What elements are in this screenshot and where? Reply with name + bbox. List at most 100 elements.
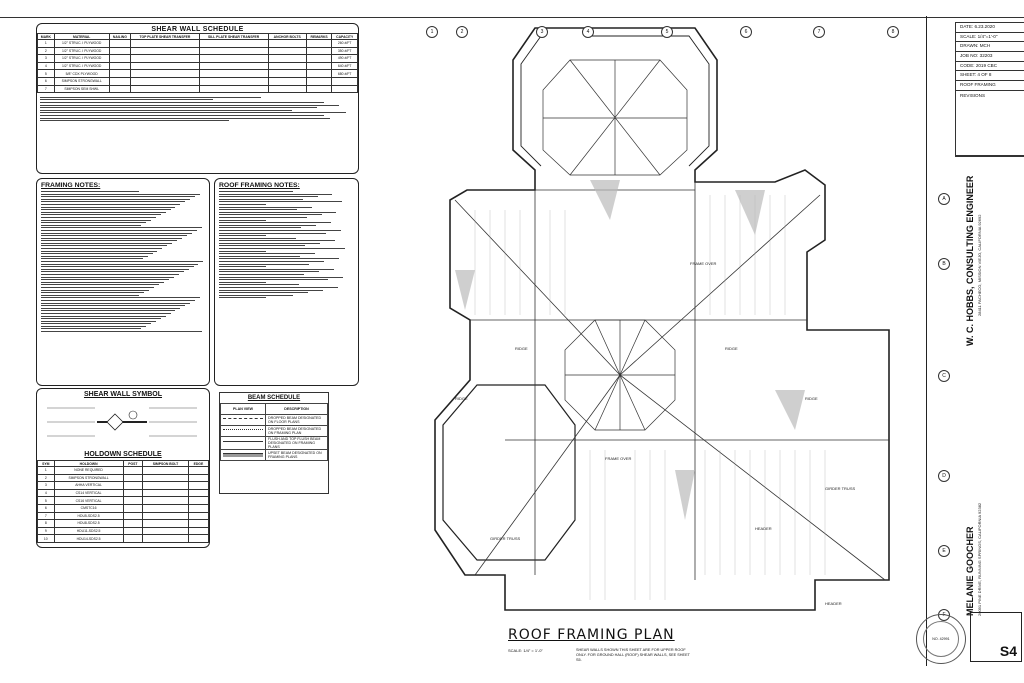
note-line — [41, 318, 161, 320]
note-line — [219, 286, 338, 288]
note-line — [219, 214, 322, 216]
note-line — [219, 271, 319, 273]
holdown-cell — [187, 488, 209, 498]
shear-wall-material: 1/2" STRUC. I PLYWOOD — [53, 54, 110, 63]
note-line — [219, 191, 294, 192]
note-line — [41, 286, 155, 288]
holdown-name: HDU14-SDS2.5 — [53, 534, 124, 543]
holdown-cell — [142, 473, 189, 483]
holdown-sym: 7 — [37, 511, 55, 521]
grid-bubble-top: 5 — [661, 26, 673, 38]
svg-text:RIDGE: RIDGE — [805, 396, 818, 401]
engineer-name: W. C. HOBBS, CONSULTING ENGINEER — [965, 175, 975, 346]
note-line — [219, 242, 321, 244]
beam-description: FLUSH AND TOP FLUSH BEAM DESIGNATED ON F… — [265, 436, 328, 450]
note-line — [219, 203, 267, 205]
holdown-cell — [187, 503, 209, 513]
note-line — [219, 284, 299, 286]
note-line — [219, 289, 323, 291]
grid-bubble-top: 8 — [887, 26, 899, 38]
shear-wall-cell — [130, 76, 200, 86]
holdown-cell — [122, 473, 144, 483]
svg-text:RIDGE: RIDGE — [515, 346, 528, 351]
note-line — [41, 258, 143, 260]
note-line — [41, 198, 191, 200]
note-line — [41, 229, 197, 231]
shear-wall-cell — [305, 61, 333, 71]
holdown-sym: 9 — [37, 526, 55, 536]
note-line — [41, 294, 140, 296]
holdown-name: CS14 VERTICAL — [53, 488, 124, 498]
beam-description: UPSET BEAM DESIGNATED ON FRAMING PLANS — [265, 449, 328, 461]
tb-revisions: REVISIONS — [956, 91, 1024, 156]
svg-text:RIDGE: RIDGE — [725, 346, 738, 351]
grid-bubble-right: A — [938, 193, 950, 205]
note-line — [219, 216, 307, 218]
plan-title: ROOF FRAMING PLAN — [508, 627, 675, 643]
beam-col-header: PLAN VIEW — [220, 403, 266, 415]
svg-text:GIRDER TRUSS: GIRDER TRUSS — [490, 536, 520, 541]
holdown-cell — [142, 511, 189, 521]
shear-wall-capacity: 640 #/FT — [331, 61, 358, 71]
note-line — [219, 240, 336, 242]
shear-wall-cell — [267, 39, 307, 48]
holdown-cell — [187, 481, 209, 490]
beam-description: DROPPED BEAM DESIGNATED ON FRAMING PLAN — [265, 425, 328, 437]
note-line — [219, 274, 305, 275]
note-line — [41, 209, 171, 211]
holdown-col-header: EDGE — [187, 460, 209, 467]
note-line — [219, 255, 300, 257]
note-line — [219, 248, 345, 250]
holdown-cell — [122, 466, 144, 475]
beam-line-symbol — [223, 453, 263, 457]
note-line — [41, 302, 191, 304]
holdown-name: HDU11-SDS2.5 — [53, 526, 124, 536]
note-line — [219, 224, 317, 226]
shear-wall-col-header: MATERIAL — [53, 33, 110, 40]
beam-plan-view — [220, 414, 266, 426]
beam-plan-view — [220, 425, 266, 437]
note-line — [219, 237, 296, 239]
shear-wall-material: 1/2" STRUC. I PLYWOOD — [53, 61, 110, 71]
beam-line-symbol — [223, 429, 263, 433]
shear-wall-material: SIMPSON SEM SHWL — [53, 84, 110, 94]
shear-wall-capacity: 350 #/FT — [331, 46, 358, 56]
note-line — [41, 276, 174, 278]
note-line — [219, 198, 303, 200]
framing-notes: FRAMING NOTES: — [36, 178, 210, 386]
note-line — [41, 206, 176, 208]
holdown-sym: 1 — [37, 466, 55, 475]
note-line — [41, 227, 202, 229]
engineer-seal: NO. 42991 — [916, 614, 966, 664]
shear-wall-mark: 5 — [37, 69, 55, 78]
title-block-info: DATE: 6.23.2020 SCALE: 1/4"=1'-0" DRAWN:… — [955, 22, 1024, 157]
note-line — [219, 209, 298, 211]
shear-wall-material: 1/2" STRUC. I PLYWOOD — [53, 46, 110, 56]
note-line — [41, 268, 189, 270]
grid-bubble-top: 3 — [536, 26, 548, 38]
holdown-cell — [187, 496, 209, 505]
note-line — [219, 222, 332, 224]
seal-number: NO. 42991 — [923, 621, 959, 657]
shear-wall-cell — [130, 61, 200, 71]
note-line — [41, 240, 178, 242]
beam-row: DROPPED BEAM DESIGNATED ON FRAMING PLAN — [220, 425, 328, 437]
grid-bubble-right: B — [938, 258, 950, 270]
shear-wall-material: 5/8" CDX PLYWOOD — [53, 69, 110, 78]
note-line — [41, 297, 201, 299]
note-line — [41, 292, 145, 294]
note-line — [219, 229, 341, 231]
holdown-cell — [187, 511, 209, 521]
note-line — [41, 232, 192, 234]
note-line — [219, 219, 267, 221]
roof-framing-notes-text — [215, 191, 358, 299]
shear-wall-col-header: TOP PLATE SHEAR TRANSFER — [130, 33, 200, 40]
roof-framing-notes-title: ROOF FRAMING NOTES: — [219, 182, 300, 189]
holdown-cell — [122, 503, 144, 513]
